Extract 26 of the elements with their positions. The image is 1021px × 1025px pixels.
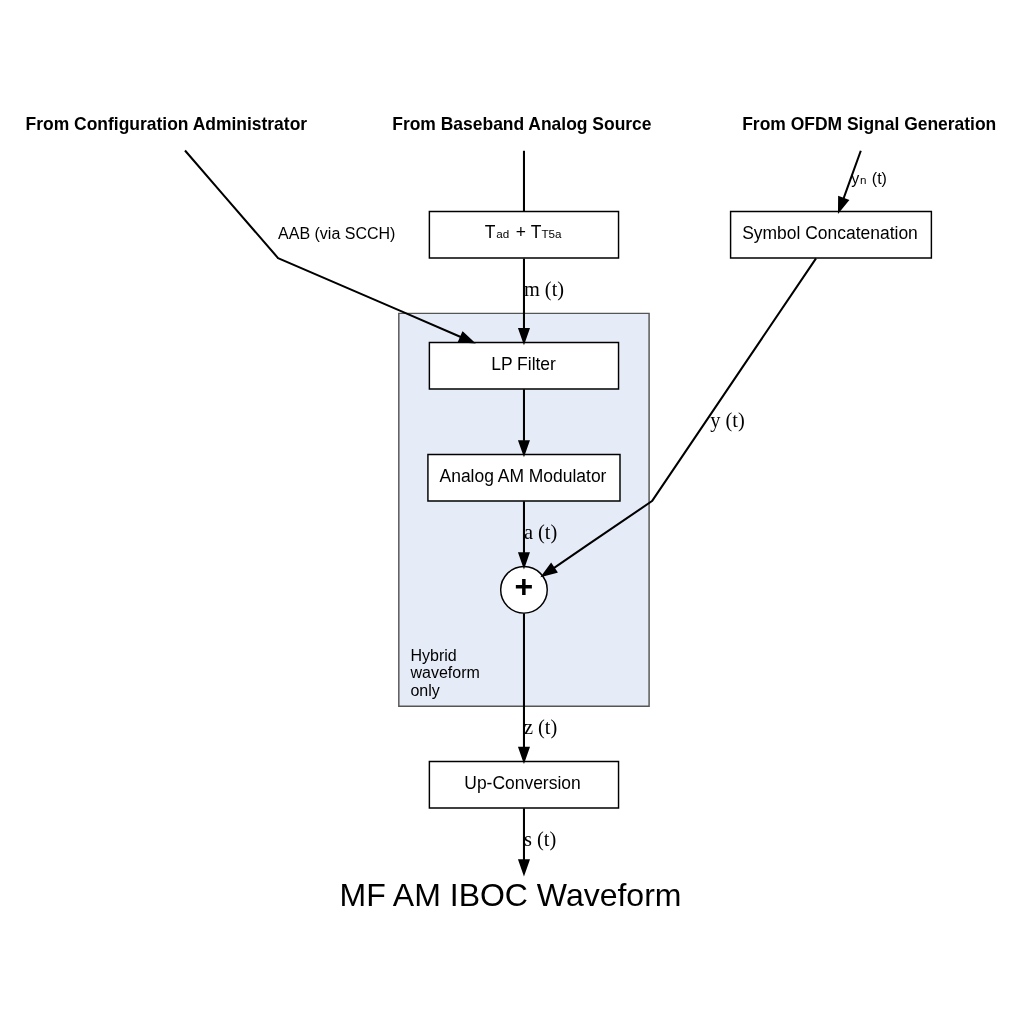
arrow: [517, 613, 530, 765]
node-box: LP Filter: [428, 341, 620, 390]
node-box: Analog AM Modulator: [427, 453, 621, 502]
diagram-title: MF AM IBOC Waveform: [339, 877, 682, 914]
arrow: [517, 389, 530, 458]
node-text: From Configuration Administrator: [25, 114, 308, 135]
node-text: From OFDM Signal Generation: [742, 114, 997, 135]
edge-label: s (t): [523, 828, 557, 851]
arrow: [517, 258, 530, 346]
edge-label: m (t): [523, 278, 565, 301]
arrow: [540, 257, 817, 578]
edge-label: yn (t): [851, 169, 887, 187]
node-box: Symbol Concatenation: [729, 210, 933, 259]
arrow: [517, 808, 530, 877]
connector: [522, 150, 525, 212]
node-box: Tad + TT5a: [428, 210, 620, 259]
arrow: [184, 149, 476, 344]
node-text: From Baseband Analog Source: [392, 114, 652, 135]
edge-label: AAB (via SCCH): [278, 224, 396, 242]
node-circle: +: [499, 565, 548, 614]
edge-label: a (t): [523, 521, 558, 544]
edge-label: y (t): [710, 409, 745, 432]
arrow: [517, 501, 530, 570]
edge-label: z (t): [523, 716, 558, 739]
node-box: Up-Conversion: [428, 760, 620, 809]
arrow: [837, 150, 862, 215]
